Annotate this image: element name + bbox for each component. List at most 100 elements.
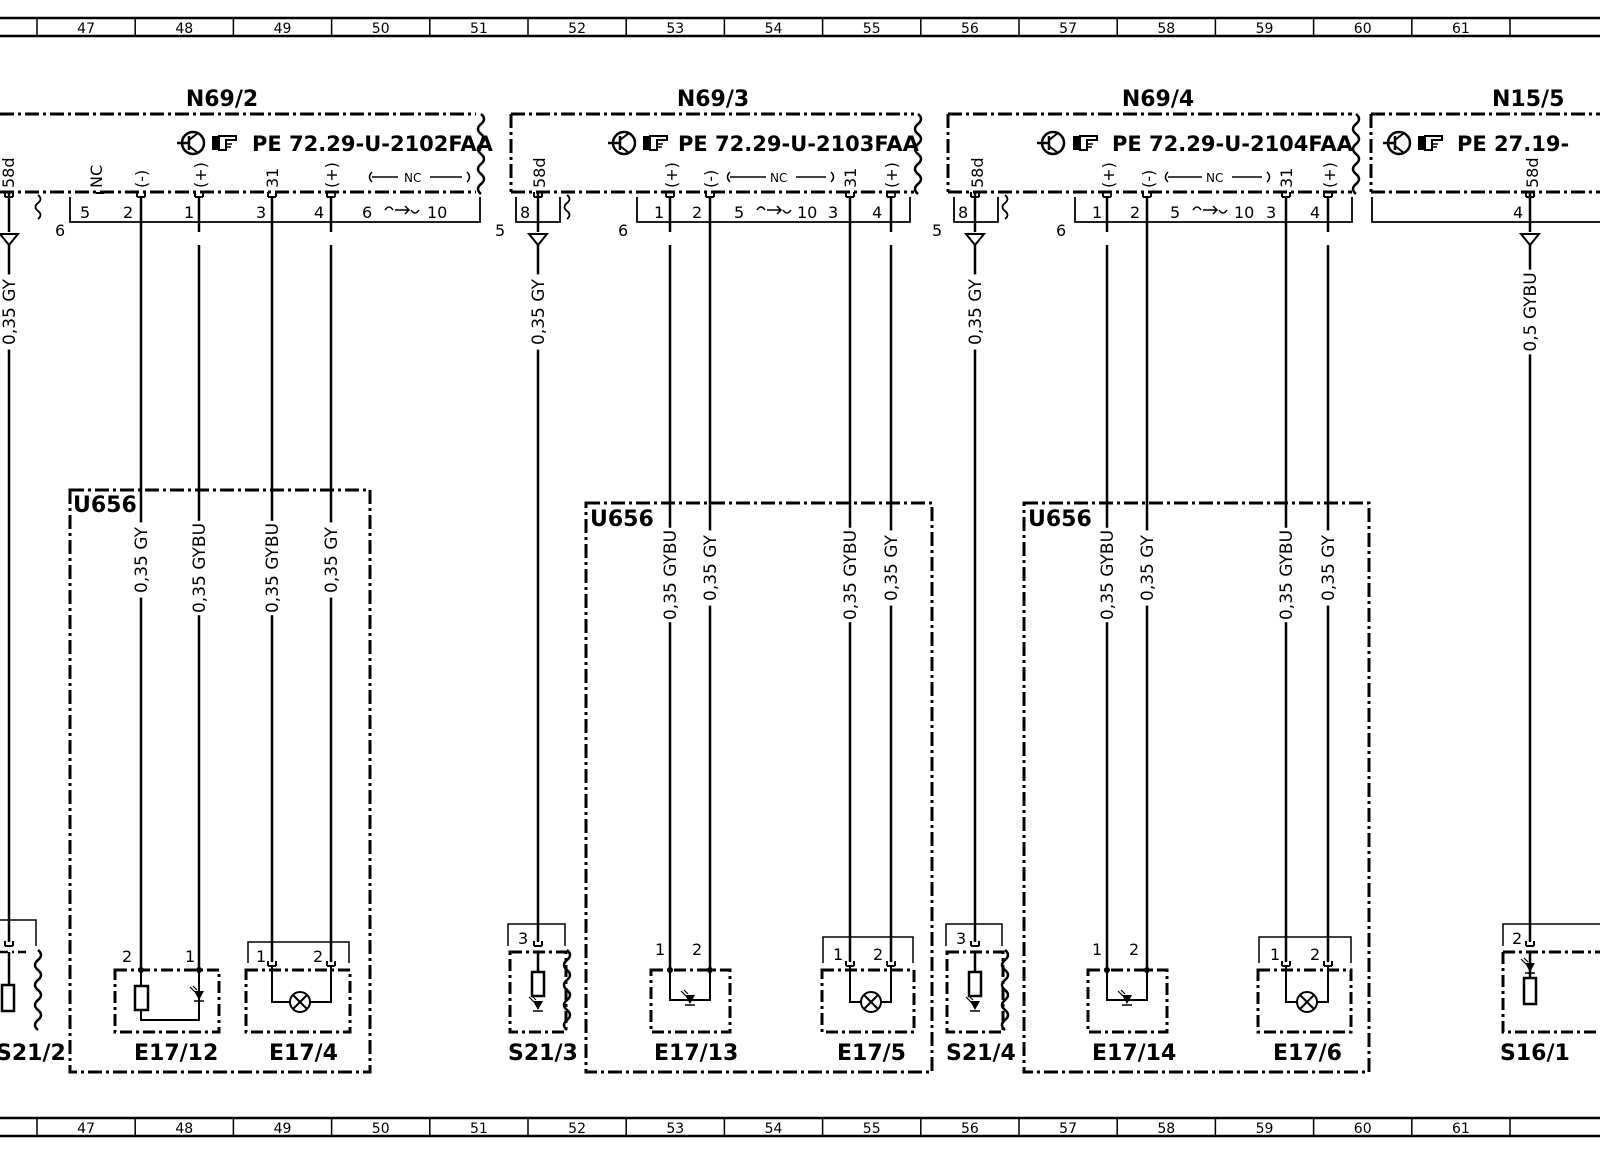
ground-arrow-icon (0, 233, 19, 246)
grid-column-label: 58 (1157, 21, 1175, 37)
svg-text:1: 1 (1092, 940, 1102, 959)
module-n69-4: N69/4 PE 72.29-U-2104FAA 5 8 58d 6 1 (+)… (932, 87, 1361, 246)
svg-text:1: 1 (256, 947, 266, 966)
svg-text:58d: 58d (968, 157, 987, 188)
svg-text:0,35 GYBU: 0,35 GYBU (1098, 530, 1118, 620)
transistor-icon (175, 130, 206, 156)
grid-column-label: 48 (175, 1121, 193, 1137)
svg-text:6: 6 (1056, 221, 1066, 240)
grid-column-label: 59 (1256, 21, 1274, 37)
svg-text:2: 2 (313, 947, 323, 966)
svg-text:(+): (+) (322, 162, 341, 188)
svg-text:0,35 GY: 0,35 GY (132, 526, 152, 593)
svg-text:4: 4 (872, 203, 882, 222)
grid-column-label: 55 (863, 1121, 881, 1137)
grid-column-label: 61 (1452, 1121, 1470, 1137)
led-icon (1117, 989, 1133, 1006)
component-label: E17/6 (1273, 1041, 1342, 1066)
svg-text:1: 1 (655, 940, 665, 959)
wire-label: 0,35 GY (1137, 530, 1158, 606)
ground-arrow-icon (528, 233, 548, 246)
switch-icon (530, 970, 546, 998)
wire-label: 0,35 GYBU (262, 520, 283, 616)
svg-text:2: 2 (1512, 929, 1522, 948)
svg-text:4: 4 (1513, 203, 1523, 222)
svg-text:3: 3 (956, 929, 966, 948)
component-label: S21/2 (0, 1041, 66, 1066)
switch-icon (1522, 976, 1538, 1006)
module-name: N15/5 (1492, 87, 1564, 112)
grid-column-label: 54 (765, 21, 783, 37)
wire-label: 0,35 GY (1318, 530, 1339, 606)
svg-text:NC: NC (87, 165, 106, 188)
wire-label: 0,35 GYBU (660, 527, 681, 623)
svg-text:1: 1 (654, 203, 664, 222)
switch-icon (967, 970, 983, 998)
svg-text:0,35 GYBU: 0,35 GYBU (661, 530, 681, 620)
svg-text:0,35 GYBU: 0,35 GYBU (1277, 530, 1297, 620)
component-e17-14: 1 2 E17/14 (1086, 940, 1176, 1066)
component-label: E17/13 (654, 1041, 738, 1066)
module-n15-5: N15/5 PE 27.19- 4 58d (1369, 87, 1600, 246)
svg-text:5: 5 (80, 203, 90, 222)
svg-text:8: 8 (958, 203, 968, 222)
svg-text:6: 6 (362, 203, 372, 222)
group-label: U656 (590, 507, 654, 532)
transistor-icon (606, 130, 637, 156)
svg-text:2: 2 (1129, 940, 1139, 959)
svg-text:0,35 GY: 0,35 GY (701, 534, 721, 601)
module-name: N69/2 (186, 87, 258, 112)
component-e17-4: 1 2 E17/4 (244, 941, 352, 1066)
module-ref: PE 72.29-U-2104FAA (1112, 132, 1354, 156)
wire-label: 0,35 GY (881, 530, 902, 606)
grid-column-label: 47 (77, 1121, 95, 1137)
switch-icon (0, 983, 16, 1013)
svg-text:5: 5 (932, 221, 942, 240)
wire-label: 0,35 GY (965, 274, 986, 350)
switch-s21-4: 3 S21/4 (945, 923, 1016, 1066)
svg-text:(-): (-) (701, 170, 720, 188)
ground-arrow-icon (1520, 233, 1540, 246)
svg-text:2: 2 (123, 203, 133, 222)
hand-pointer-icon (1072, 135, 1098, 151)
grid-column-label: 56 (961, 1121, 979, 1137)
module-name: N69/3 (677, 87, 749, 112)
u656-groups: U656 U656 U656 (68, 488, 1371, 1074)
svg-text:4: 4 (314, 203, 324, 222)
led-icon (965, 995, 981, 1012)
svg-text:0,35 GYBU: 0,35 GYBU (190, 523, 210, 613)
svg-text:0,35 GYBU: 0,35 GYBU (263, 523, 283, 613)
svg-text:NC: NC (404, 171, 421, 185)
wire-label: 0,35 GY (528, 274, 549, 350)
component-label: E17/4 (269, 1041, 338, 1066)
svg-text:10: 10 (427, 203, 447, 222)
lamp-icon (289, 991, 311, 1013)
svg-text:1: 1 (1270, 945, 1280, 964)
led-icon (189, 985, 205, 1002)
svg-text:0,35 GYBU: 0,35 GYBU (841, 530, 861, 620)
resistor-icon (133, 984, 150, 1012)
switch-s16-1: 2 S16/1 (1500, 923, 1600, 1066)
svg-text:58d: 58d (530, 157, 549, 188)
grid-column-label: 49 (274, 1121, 292, 1137)
grid-column-label: 49 (274, 21, 292, 37)
svg-text:2: 2 (692, 203, 702, 222)
svg-text:6: 6 (618, 221, 628, 240)
grid-column-label: 47 (77, 21, 95, 37)
wire-labels: 0,35 GY 0,35 GY 0,35 GY 0,5 GYBU 0,35 GY 0,35… (0, 269, 1541, 623)
svg-text:31: 31 (1277, 168, 1296, 188)
svg-text:5: 5 (495, 221, 505, 240)
svg-text:0,35 GY: 0,35 GY (882, 534, 902, 601)
grid-column-label: 53 (666, 21, 684, 37)
svg-text:0,5 GYBU: 0,5 GYBU (1521, 272, 1541, 351)
module-ref: PE 27.19- (1457, 132, 1569, 156)
hand-pointer-icon (642, 135, 668, 151)
svg-text:0,35 GY: 0,35 GY (1138, 534, 1158, 601)
wire-label: 0,35 GYBU (1097, 527, 1118, 623)
wire-label: 0,5 GYBU (1520, 269, 1541, 355)
svg-text:3: 3 (518, 929, 528, 948)
svg-text:(-): (-) (132, 170, 151, 188)
grid-column-label: 50 (372, 1121, 390, 1137)
wire-label: 0,35 GYBU (189, 520, 210, 616)
component-label: E17/12 (134, 1041, 218, 1066)
